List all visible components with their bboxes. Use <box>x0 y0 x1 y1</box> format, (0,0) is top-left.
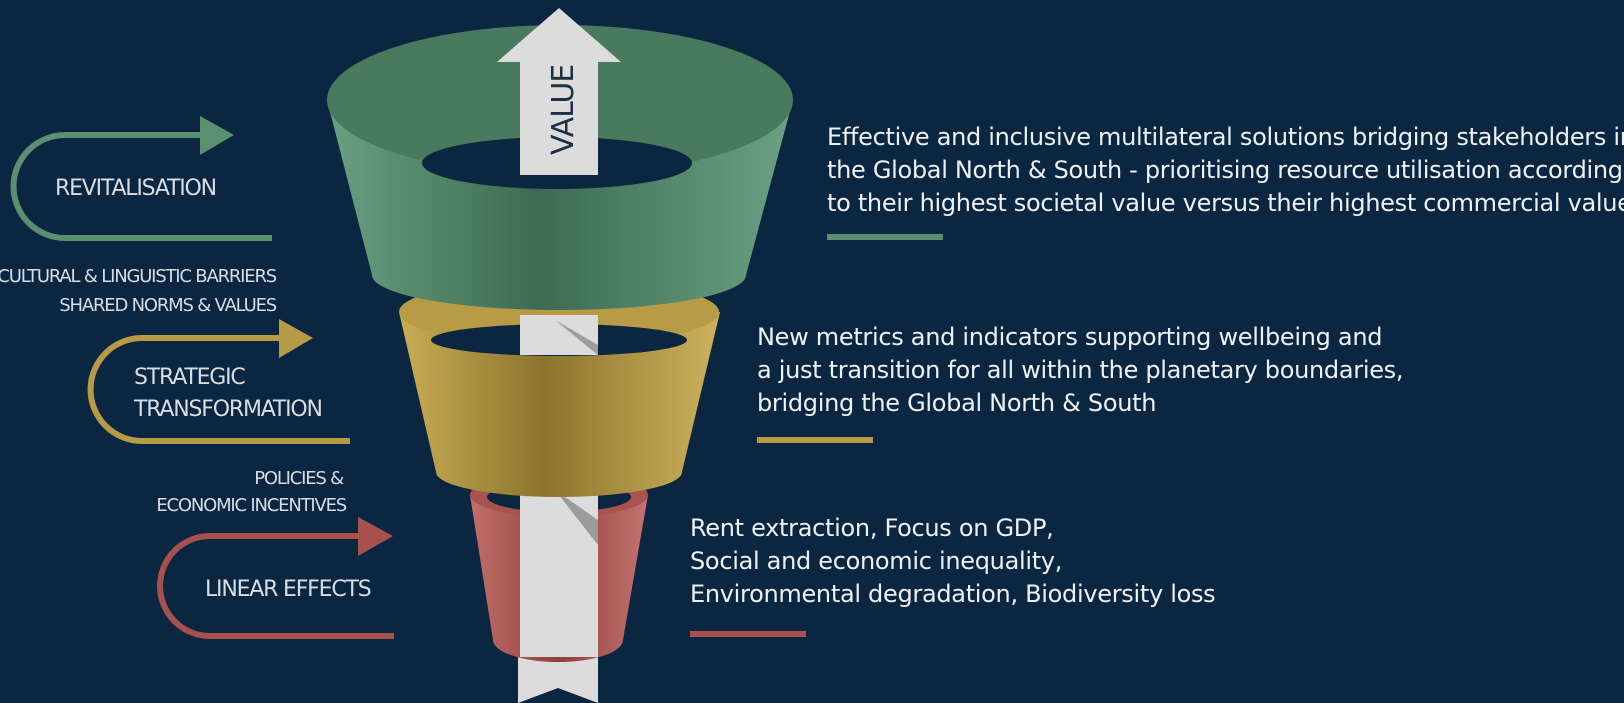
description-middle-line: bridging the Global North & South <box>757 389 1157 417</box>
funnel-tier-gold <box>399 279 720 497</box>
revitalisation-arrow <box>10 116 272 241</box>
description-top-line: Effective and inclusive multilateral sol… <box>827 123 1624 151</box>
description-middle-underline <box>757 437 873 443</box>
description-bottom-line: Rent extraction, Focus on GDP, <box>690 514 1054 542</box>
barriers-label-line2: SHARED NORMS & VALUES <box>59 295 276 316</box>
barriers-label-line1: CULTURAL & LINGUISTIC BARRIERS <box>0 266 277 287</box>
linear-effects-label: LINEAR EFFECTS <box>205 577 371 602</box>
linear-effects-arrow <box>157 517 394 639</box>
value-arrow-label: VALUE <box>546 65 581 155</box>
policies-label-line2: ECONOMIC INCENTIVES <box>156 495 346 516</box>
value-arrow-tail <box>518 655 598 703</box>
description-bottom-underline <box>690 631 806 637</box>
description-bottom-line: Social and economic inequality, <box>690 547 1063 575</box>
description-top-underline <box>827 234 943 240</box>
funnel-tier-red <box>470 473 648 662</box>
strategic-label-line1: STRATEGIC <box>134 365 245 390</box>
funnel-tier-green <box>327 8 793 310</box>
description-top: Effective and inclusive multilateral sol… <box>827 121 1624 220</box>
description-bottom-line: Environmental degradation, Biodiversity … <box>690 580 1216 608</box>
description-middle-line: New metrics and indicators supporting we… <box>757 323 1383 351</box>
description-bottom: Rent extraction, Focus on GDP, Social an… <box>690 512 1216 611</box>
strategic-transformation-arrow <box>87 319 350 444</box>
description-top-line: to their highest societal value versus t… <box>827 189 1624 217</box>
revitalisation-label: REVITALISATION <box>55 176 216 201</box>
description-middle: New metrics and indicators supporting we… <box>757 321 1403 420</box>
policies-label-line1: POLICIES & <box>254 468 344 489</box>
description-middle-line: a just transition for all within the pla… <box>757 356 1404 384</box>
description-top-line: the Global North & South - prioritising … <box>827 156 1623 184</box>
strategic-label-line2: TRANSFORMATION <box>133 397 322 422</box>
